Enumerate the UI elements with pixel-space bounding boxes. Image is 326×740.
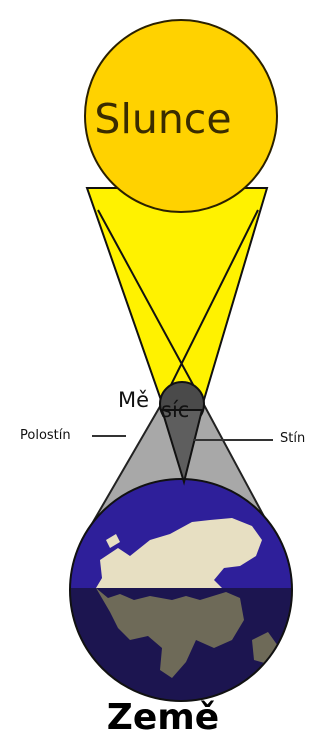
moon-label-part1: Mě xyxy=(118,388,149,412)
moon-label-part2: síc xyxy=(161,398,189,422)
earth-label: Země xyxy=(0,697,326,738)
penumbra-label: Polostín xyxy=(20,428,71,443)
umbra-label: Stín xyxy=(280,431,305,446)
sun-label: Slunce xyxy=(0,95,326,143)
